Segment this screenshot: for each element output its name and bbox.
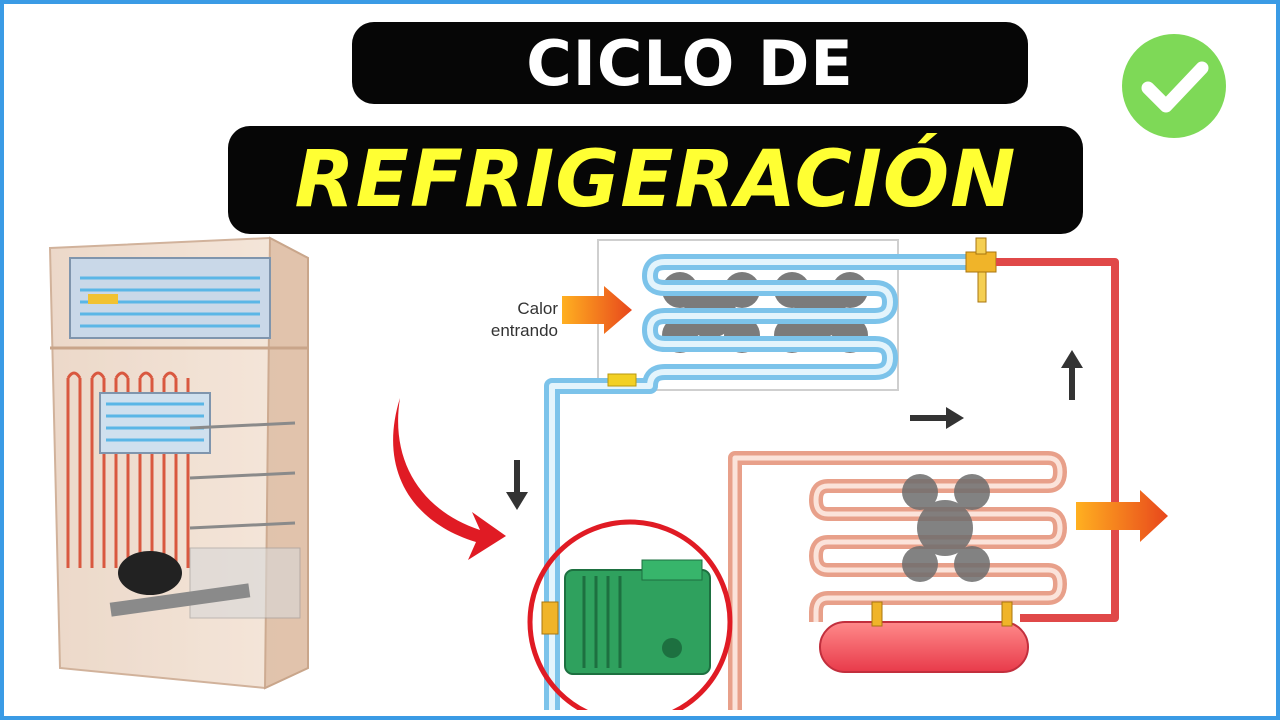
discharge-line xyxy=(996,258,1119,622)
refrigerator-illustration xyxy=(48,236,309,690)
condenser-fan-icon xyxy=(902,474,990,582)
expansion-valve-icon xyxy=(965,237,997,303)
heat-in-label-line-2: entrando xyxy=(490,321,558,340)
flow-arrow-down-icon xyxy=(506,460,528,510)
filter-drier xyxy=(607,373,637,387)
title-line-2-text: REFRIGERACIÓN xyxy=(294,135,1017,225)
check-icon xyxy=(1122,34,1226,138)
flow-arrow-right-icon xyxy=(910,407,964,429)
freezer-compartment xyxy=(69,257,271,339)
title-line-1-text: CICLO DE xyxy=(526,26,854,100)
tank-valve-icon xyxy=(871,601,1013,627)
receiver-tank xyxy=(819,621,1029,673)
heat-in-arrow-icon xyxy=(562,286,632,334)
heat-out-arrow-icon xyxy=(1076,490,1168,542)
heat-in-label: Calor entrando xyxy=(466,298,558,342)
heat-in-label-line-1: Calor xyxy=(517,299,558,318)
title-line-1: CICLO DE xyxy=(352,22,1028,104)
compressor-icon xyxy=(541,559,711,675)
curved-arrow-icon xyxy=(393,398,506,560)
evaporator-plate xyxy=(99,392,211,454)
condenser-coil xyxy=(66,371,190,568)
title-line-2: REFRIGERACIÓN xyxy=(228,126,1083,234)
refrigeration-cycle-diagram xyxy=(393,237,1168,710)
fridge-shelves xyxy=(189,421,301,619)
fridge-compressor xyxy=(109,551,251,617)
compressor-highlight-circle xyxy=(527,519,733,710)
flow-arrow-up-icon xyxy=(1061,350,1083,400)
